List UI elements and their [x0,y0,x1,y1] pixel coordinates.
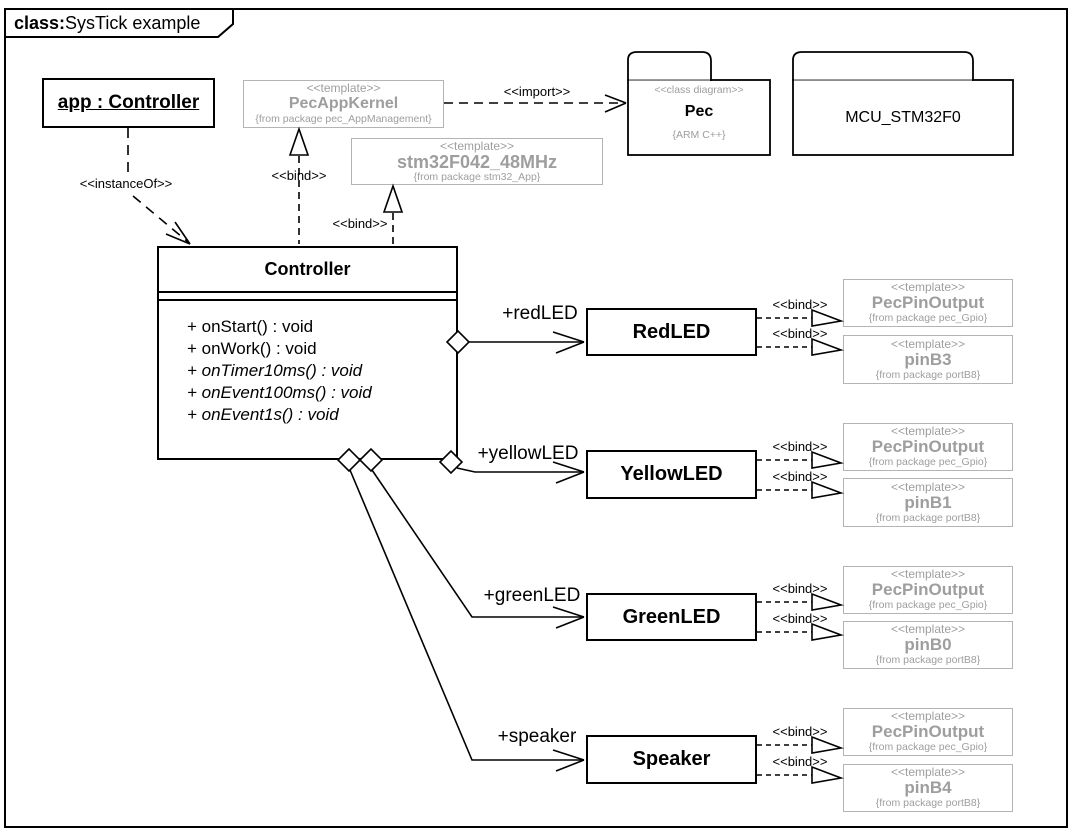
template-from-package: {from package portB8} [875,511,981,524]
template-name: pinB1 [904,492,952,512]
pec-package-tab[interactable] [627,51,712,81]
template-node-pecappkernel[interactable]: <<template>> PecAppKernel {from package … [243,80,444,128]
template-stereotype: <<template>> [890,709,966,723]
component-name: GreenLED [622,605,721,628]
component-name: YellowLED [620,463,723,485]
component-node-redled[interactable]: RedLED [586,308,757,356]
controller-methods-compartment: + onStart() : void + onWork() : void + o… [159,301,456,426]
mcu-package-tab[interactable] [792,51,974,81]
template-name: PecAppKernel [288,95,399,112]
template-name: pinB0 [904,635,952,654]
role-label-speaker: +speaker [497,726,577,747]
template-node-pinb4[interactable]: <<template>> pinB4 {from package portB8} [843,764,1013,812]
class-node-controller[interactable]: Controller + onStart() : void + onWork()… [157,246,458,460]
template-node-pinb1[interactable]: <<template>> pinB1 {from package portB8} [843,478,1013,527]
role-label-greenled: +greenLED [483,585,581,606]
bind-edge-label-stm32: <<bind>> [332,216,388,231]
controller-attributes-compartment [159,291,456,301]
template-stereotype: <<template>> [890,567,966,581]
template-stereotype: <<template>> [890,280,966,294]
pec-package-body[interactable] [627,79,771,156]
template-name: PecPinOutput [871,580,985,599]
bind-edge-label: <<bind>> [772,581,828,596]
component-node-yellowled[interactable]: YellowLED [586,450,757,499]
template-node-stm32f042[interactable]: <<template>> stm32F042_48MHz {from packa… [351,138,603,185]
package-name: Pec [684,103,714,120]
bind-edge-label-kernel: <<bind>> [271,168,327,183]
frame-title: class:SysTick example [14,13,200,34]
pec-package-text: <<class diagram>> Pec {ARM C++} [628,84,770,142]
method-onstart: + onStart() : void [187,317,314,336]
template-name: PecPinOutput [871,437,985,456]
package-stereotype: <<class diagram>> [654,84,744,96]
template-node-pecpinoutput-green[interactable]: <<template>> PecPinOutput {from package … [843,566,1013,614]
template-stereotype: <<template>> [890,622,966,636]
role-label-redled: +redLED [502,303,578,324]
template-from-package: {from package portB8} [875,654,981,666]
template-from-package: {from package portB8} [875,797,981,809]
bind-edge-label: <<bind>> [772,297,828,312]
template-name: PecPinOutput [871,722,985,741]
bind-edge-label: <<bind>> [772,611,828,626]
component-name: Speaker [632,748,711,770]
frame-title-keyword: class: [14,13,66,33]
template-name: pinB4 [904,778,952,797]
template-from-package: {from package pec_AppManagement} [255,113,432,125]
template-stereotype: <<template>> [439,138,515,153]
template-from-package: {from package pec_Gpio} [868,741,988,753]
template-from-package: {from package pec_Gpio} [868,456,988,468]
diagram-frame [4,8,1068,828]
component-name: RedLED [632,320,711,343]
package-name: MCU_STM32F0 [845,108,961,126]
template-node-pecpinoutput-yellow[interactable]: <<template>> PecPinOutput {from package … [843,423,1013,471]
method-onevent100ms: + onEvent100ms() : void [187,383,372,402]
template-node-pinb3[interactable]: <<template>> pinB3 {from package portB8} [843,335,1013,384]
template-stereotype: <<template>> [890,765,966,779]
template-name: pinB3 [904,349,952,369]
component-node-speaker[interactable]: Speaker [586,735,757,784]
bind-edge-label: <<bind>> [772,326,828,341]
bind-edge-label: <<bind>> [772,724,828,739]
template-from-package: {from package portB8} [875,368,981,381]
template-name: PecPinOutput [871,293,985,312]
import-edge-label: <<import>> [503,84,571,99]
instance-label: app : Controller [57,92,200,113]
mcu-package-text: MCU_STM32F0 [793,80,1013,155]
template-name: stm32F042_48MHz [396,151,558,172]
role-label-yellowled: +yellowLED [477,443,579,464]
method-onwork: + onWork() : void [187,339,317,358]
method-ontimer10ms: + onTimer10ms() : void [187,361,363,380]
template-stereotype: <<template>> [306,81,381,95]
instanceof-edge-label: <<instanceOf>> [79,176,173,191]
frame-title-text: SysTick example [65,13,201,33]
template-from-package: {from package stm32_App} [413,170,541,183]
template-node-pinb0[interactable]: <<template>> pinB0 {from package portB8} [843,621,1013,669]
method-onevent1s: + onEvent1s() : void [187,405,339,424]
component-node-greenled[interactable]: GreenLED [586,593,757,641]
template-stereotype: <<template>> [890,424,966,438]
template-node-pecpinoutput-red[interactable]: <<template>> PecPinOutput {from package … [843,279,1013,327]
class-name: Controller [264,259,351,279]
template-node-pecpinoutput-speaker[interactable]: <<template>> PecPinOutput {from package … [843,708,1013,756]
template-from-package: {from package pec_Gpio} [868,312,988,324]
template-stereotype: <<template>> [890,336,966,351]
template-from-package: {from package pec_Gpio} [868,599,988,611]
instance-node-app-controller[interactable]: app : Controller [42,78,215,128]
mcu-package-body[interactable] [792,79,1014,156]
bind-edge-label: <<bind>> [772,754,828,769]
package-tag: {ARM C++} [672,129,726,141]
bind-edge-label: <<bind>> [772,439,828,454]
template-stereotype: <<template>> [890,479,966,494]
bind-edge-label: <<bind>> [772,469,828,484]
